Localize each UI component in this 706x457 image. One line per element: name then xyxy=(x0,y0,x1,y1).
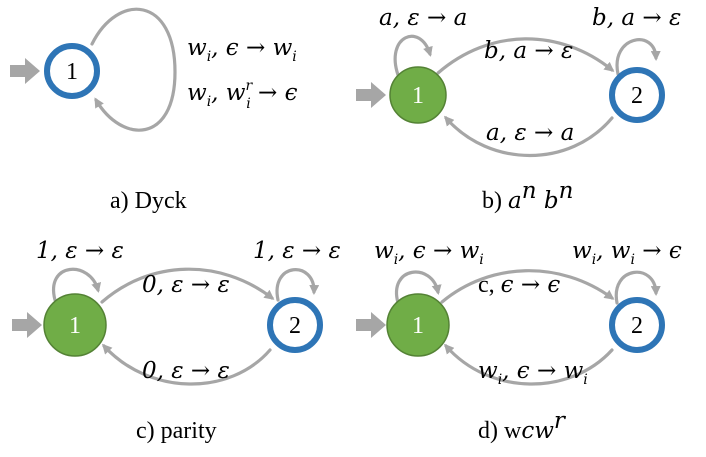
state-1-accepting: 1 xyxy=(44,43,100,99)
state-2-accepting: 2 xyxy=(267,297,323,353)
state-1-nonaccepting: 1 xyxy=(43,293,107,357)
transition-label: wi, ϵ → wi xyxy=(187,35,297,65)
self-loop-arrow xyxy=(90,7,177,132)
caption-prefix: b) xyxy=(482,188,508,214)
self-loop-arrow xyxy=(394,270,442,305)
start-arrow xyxy=(356,82,386,108)
self-loop-arrow xyxy=(615,38,661,76)
state-label: 2 xyxy=(289,313,301,339)
edge-1-to-2 xyxy=(440,269,615,304)
transition-label: a, ε → a xyxy=(379,5,467,31)
panel-caption: a) Dyck xyxy=(110,188,187,214)
transition-label: a, ε → a xyxy=(486,120,574,146)
transition-label: c, ϵ → ϵ xyxy=(478,272,560,298)
panel-caption: c) parity xyxy=(136,418,217,444)
transition-label: wi, ϵ → wi xyxy=(478,358,588,388)
edge-2-to-1 xyxy=(101,343,272,386)
state-label: 1 xyxy=(412,83,424,109)
transition-label: b, a → ε xyxy=(484,38,573,64)
state-1-nonaccepting: 1 xyxy=(389,66,447,124)
state-label: 2 xyxy=(631,83,643,109)
self-loop-arrow xyxy=(393,34,433,77)
state-label: 1 xyxy=(412,313,424,339)
transition-label: 0, ε → ε xyxy=(142,358,230,384)
self-loop-arrow xyxy=(275,268,320,302)
state-2-accepting: 2 xyxy=(609,297,665,353)
transition-label: wi, wi → ϵ xyxy=(572,238,682,268)
panel-d-wcwr: 1 2 wi, ϵ → wi c, ϵ → ϵ wi, wi → ϵ wi, ϵ… xyxy=(356,238,682,444)
transition-label: wi, ϵ → wi xyxy=(374,238,484,268)
edge-1-to-2 xyxy=(100,267,275,304)
state-label: 2 xyxy=(631,313,643,339)
self-loop-arrow xyxy=(614,270,661,305)
start-arrow xyxy=(356,312,386,338)
panel-c-parity: 1 2 1, ε → ε 0, ε → ε 1, ε → ε 0, ε → ε … xyxy=(12,238,341,444)
start-arrow xyxy=(12,312,42,338)
caption-prefix: d) w xyxy=(478,418,522,444)
transition-label: 1, ε → ε xyxy=(36,238,124,264)
panel-b-anbn: 1 2 a, ε → a b, a → ε b, a → ε a, ε → a … xyxy=(356,5,681,214)
edge-2-to-1 xyxy=(444,343,614,386)
panel-caption: d) wcwr xyxy=(478,408,567,444)
transition-label: b, a → ε xyxy=(592,5,681,31)
self-loop-arrow xyxy=(51,267,102,302)
state-label: 1 xyxy=(69,313,81,339)
panel-caption: b) an bn xyxy=(482,178,573,214)
state-2-accepting: 2 xyxy=(609,67,665,123)
start-arrow xyxy=(10,58,40,84)
transition-label: 0, ε → ε xyxy=(142,272,230,298)
edge-2-to-1 xyxy=(444,115,614,157)
edge-1-to-2 xyxy=(436,37,615,75)
state-label: 1 xyxy=(66,59,78,85)
state-1-nonaccepting: 1 xyxy=(386,293,450,357)
transition-label: 1, ε → ε xyxy=(253,238,341,264)
